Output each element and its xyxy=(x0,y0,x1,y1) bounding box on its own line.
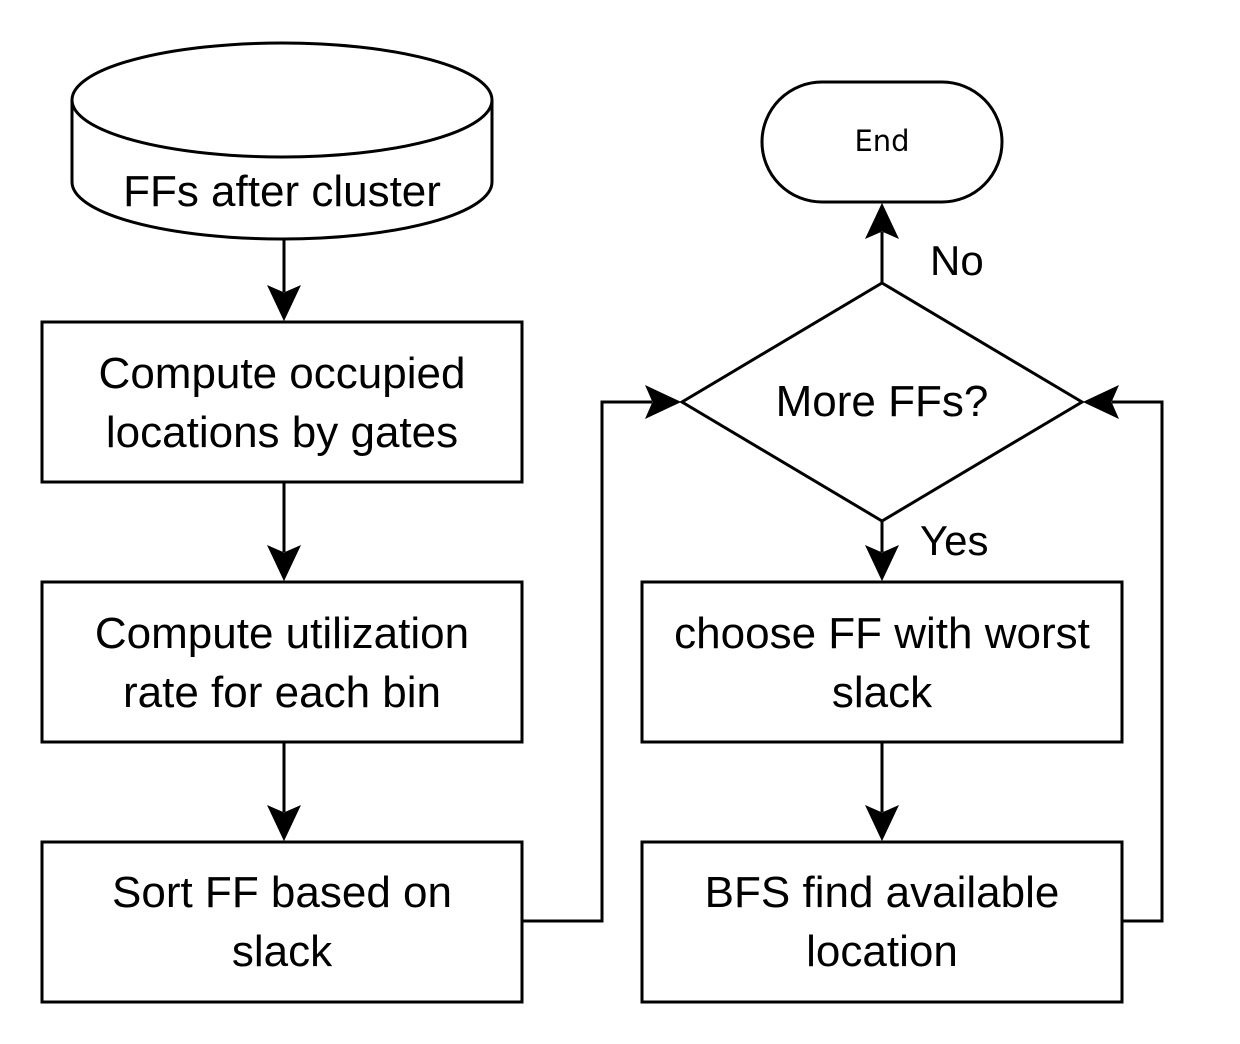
node-label-line-2: slack xyxy=(832,668,933,717)
node-label-line-2: slack xyxy=(232,927,333,976)
edge-label-yes: Yes xyxy=(920,517,989,564)
edge-label-no: No xyxy=(930,237,984,284)
arrowhead-icon xyxy=(864,202,900,239)
node-compute-occupied: Compute occupied locations by gates xyxy=(40,320,524,484)
node-label-line-1: BFS find available xyxy=(705,868,1060,917)
edge-sort-to-decision xyxy=(522,384,682,923)
node-label-line-1: Sort FF based on xyxy=(112,868,452,917)
edge-utilization-to-sort xyxy=(266,742,302,842)
edge-decision-to-choose xyxy=(864,521,900,582)
node-label-line-1: choose FF with worst xyxy=(674,609,1090,658)
arrowhead-icon xyxy=(266,805,302,842)
node-label-line-1: Compute occupied xyxy=(99,349,466,398)
arrowhead-icon xyxy=(864,805,900,842)
node-sort-ff: Sort FF based on slack xyxy=(40,840,524,1004)
arrowhead-icon xyxy=(266,545,302,582)
node-label-line-2: rate for each bin xyxy=(123,668,441,717)
node-label: More FFs? xyxy=(776,377,989,426)
edge-decision-to-end xyxy=(864,202,900,283)
node-label-line-1: Compute utilization xyxy=(95,609,469,658)
edge-occupied-to-utilization xyxy=(266,482,302,582)
node-end: End xyxy=(760,80,1004,204)
node-compute-utilization: Compute utilization rate for each bin xyxy=(40,580,524,744)
node-bfs-find: BFS find available location xyxy=(640,840,1124,1004)
node-label: FFs after cluster xyxy=(123,167,441,216)
node-ffs-after-cluster: FFs after cluster xyxy=(70,41,494,241)
arrowhead-icon xyxy=(1082,384,1119,420)
arrowhead-icon xyxy=(266,285,302,322)
node-label-line-2: locations by gates xyxy=(106,408,458,457)
arrowhead-icon xyxy=(645,384,682,420)
edge-choose-to-bfs xyxy=(864,742,900,842)
arrowhead-icon xyxy=(864,545,900,582)
node-label: End xyxy=(854,124,909,158)
node-more-ffs: More FFs? xyxy=(679,281,1085,523)
edge-bfs-to-decision xyxy=(1082,384,1164,923)
node-choose-ff: choose FF with worst slack xyxy=(640,580,1124,744)
edge-cylinder-to-occupied xyxy=(266,240,302,322)
node-label-line-2: location xyxy=(806,927,958,976)
